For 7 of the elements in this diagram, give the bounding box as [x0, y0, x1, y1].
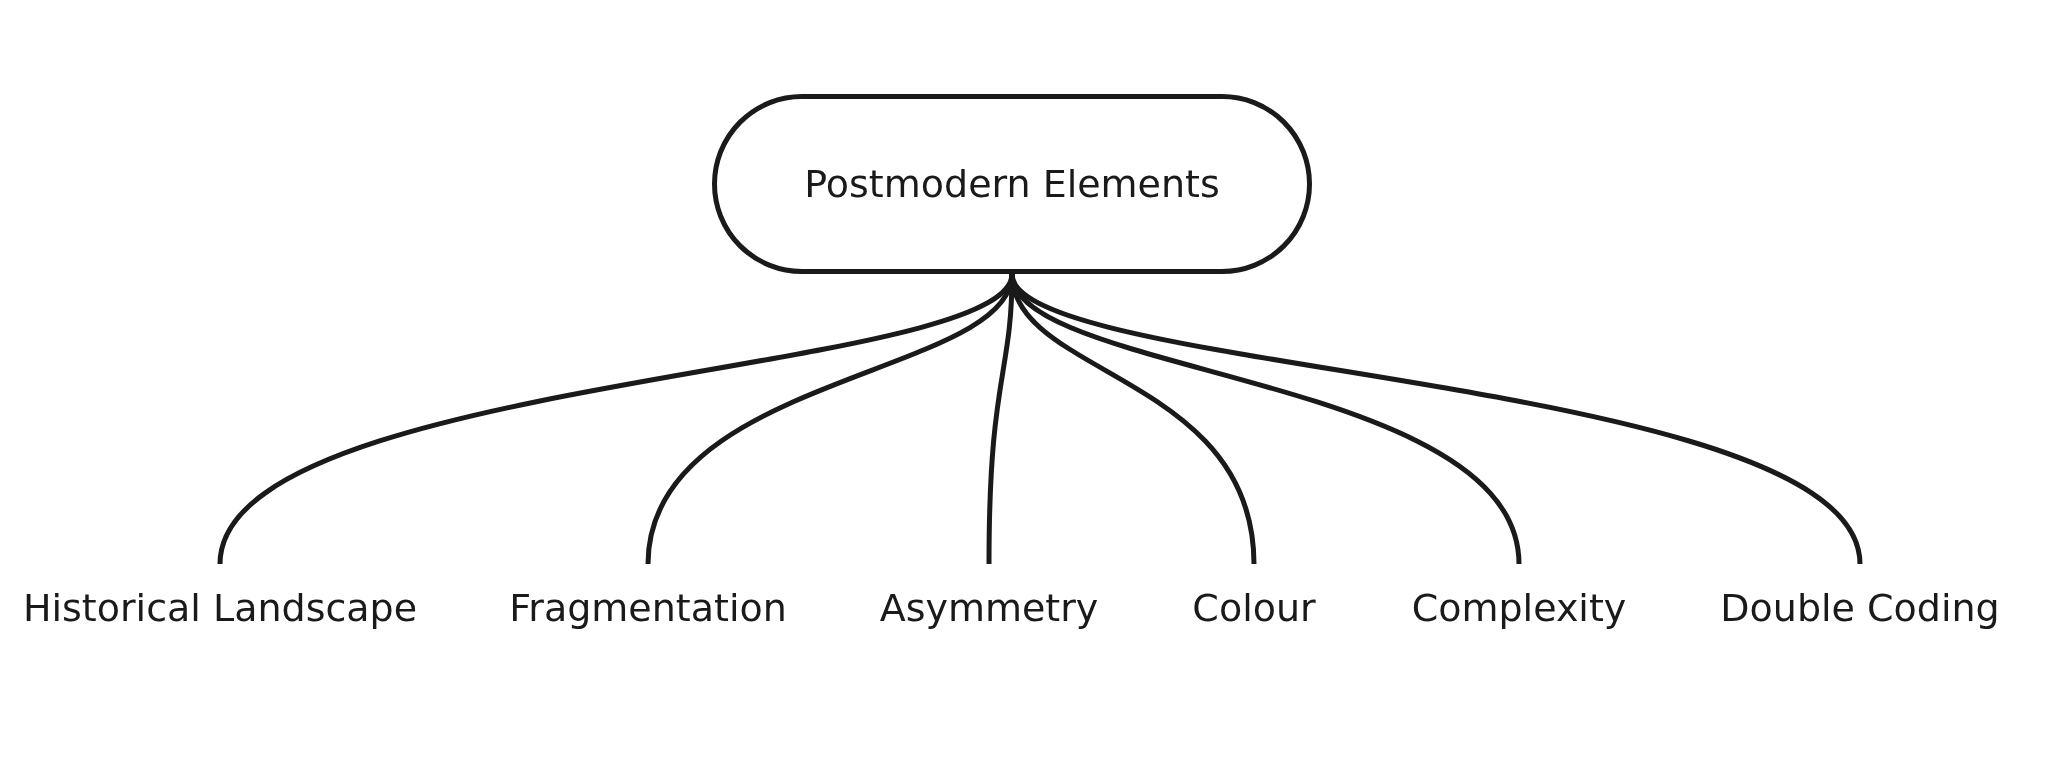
branch-label: Complexity — [1411, 586, 1627, 630]
branch-label: Colour — [1192, 586, 1316, 630]
branch-label: Historical Landscape — [22, 586, 418, 630]
branch-label: Fragmentation — [509, 586, 787, 630]
branch-label: Asymmetry — [879, 586, 1099, 630]
box-label: Postmodern Elements — [804, 162, 1220, 206]
branch-label: Double Coding — [1720, 586, 2000, 630]
